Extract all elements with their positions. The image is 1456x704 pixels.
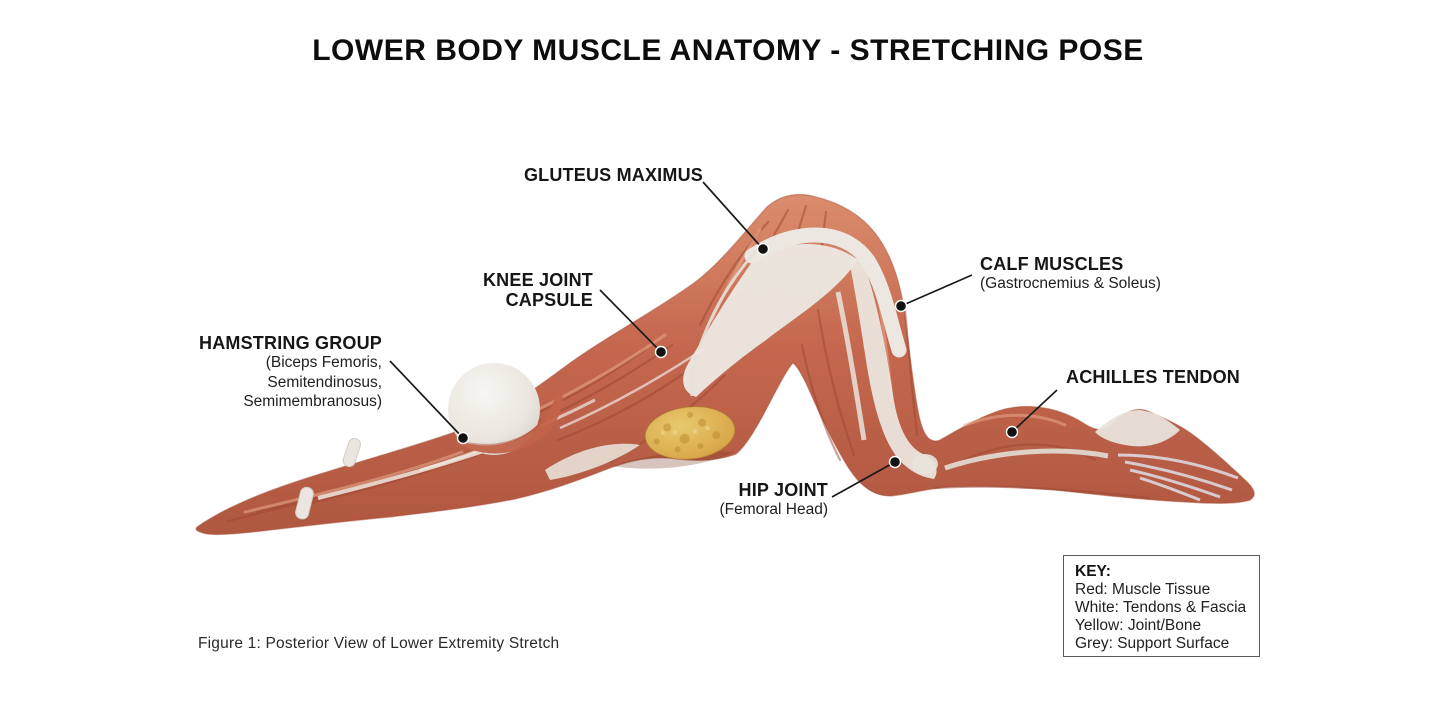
marker-dots — [456, 242, 1019, 469]
leader-line-calf — [900, 274, 973, 307]
label-gluteus-maximus: GLUTEUS MAXIMUS — [524, 165, 703, 185]
label-knee-line2: CAPSULE — [505, 290, 593, 310]
key-entry-red: Red: Muscle Tissue — [1075, 581, 1211, 598]
label-hamstring-group: HAMSTRING GROUP (Biceps Femoris, Semiten… — [199, 333, 382, 412]
label-hamstring-title: HAMSTRING GROUP — [199, 333, 382, 353]
marker-dot-hip — [888, 455, 902, 469]
figure-caption: Figure 1: Posterior View of Lower Extrem… — [198, 635, 560, 652]
tendon-fascia-shapes — [295, 227, 1239, 520]
marker-dot-gluteus — [756, 242, 770, 256]
label-gluteus-maximus-text: GLUTEUS MAXIMUS — [523, 165, 703, 185]
label-hip-joint: HIP JOINT (Femoral Head) — [719, 480, 828, 520]
leader-lines — [389, 181, 1058, 498]
marker-dot-achilles — [1005, 425, 1019, 439]
key-heading: KEY: — [1075, 563, 1111, 580]
leader-line-knee — [599, 289, 662, 353]
marker-dot-knee — [654, 345, 668, 359]
label-achilles-text: ACHILLES TENDON — [1066, 367, 1240, 387]
page-title: LOWER BODY MUSCLE ANATOMY - STRETCHING P… — [312, 34, 1144, 67]
key-entry-grey: Grey: Support Surface — [1075, 635, 1230, 652]
support-ball-shape — [448, 363, 563, 455]
label-hamstring-sub1: (Biceps Femoris, — [265, 354, 382, 371]
leader-line-achilles — [1011, 389, 1058, 433]
key-entry-white: White: Tendons & Fascia — [1075, 599, 1247, 616]
label-hamstring-sub2: Semitendinosus, — [267, 373, 382, 391]
label-hip-title: HIP JOINT — [738, 480, 828, 500]
label-knee-joint-capsule: KNEE JOINT CAPSULE — [483, 270, 593, 310]
marker-dot-calf — [894, 299, 908, 313]
label-knee-line1: KNEE JOINT — [482, 270, 593, 290]
label-calf-muscles: CALF MUSCLES (Gastrocnemius & Soleus) — [980, 254, 1161, 294]
marker-dot-hamstring — [456, 431, 470, 445]
leader-line-gluteus — [702, 181, 764, 250]
label-hamstring-sub3: Semimembranosus) — [243, 393, 382, 410]
key-legend-box: KEY: Red: Muscle Tissue White: Tendons &… — [1063, 555, 1260, 657]
leader-line-hamstring — [389, 360, 464, 439]
joint-bone-shape — [644, 406, 736, 460]
leader-line-hip — [831, 461, 896, 498]
label-calf-sub1: (Gastrocnemius & Soleus) — [980, 275, 1161, 292]
label-hip-sub1: (Femoral Head) — [719, 501, 828, 518]
key-entry-yellow: Yellow: Joint/Bone — [1075, 617, 1202, 634]
label-calf-title: CALF MUSCLES — [980, 254, 1124, 274]
label-achilles-tendon: ACHILLES TENDON — [1066, 367, 1240, 387]
